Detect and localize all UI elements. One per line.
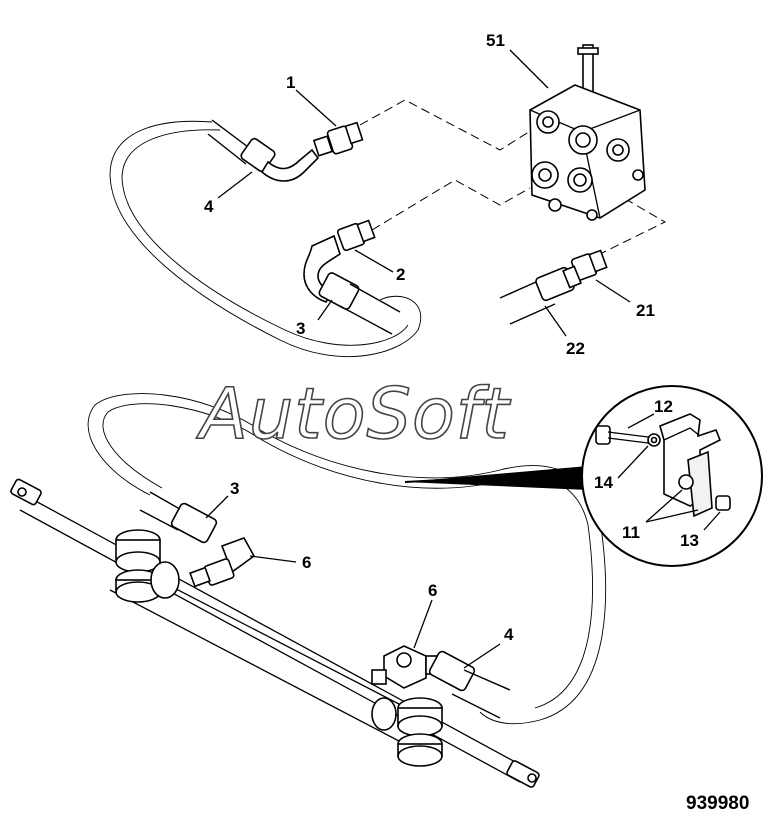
callout-3b: 3 <box>230 479 239 498</box>
callout-13: 13 <box>680 531 699 550</box>
leader-3a <box>317 299 333 321</box>
leader-11a <box>645 489 683 523</box>
callout-22: 22 <box>566 339 585 358</box>
callout-4b: 4 <box>504 625 514 644</box>
watermark-text: AutoSoft <box>196 373 511 455</box>
hose-loop-lower-inner <box>102 403 593 709</box>
leader-12 <box>627 413 655 429</box>
leader-21 <box>595 279 631 303</box>
leader-51 <box>509 49 549 89</box>
leader-14 <box>617 445 649 479</box>
leader-6b <box>413 599 433 649</box>
hose-end-3-lower <box>139 491 218 544</box>
callout-6b: 6 <box>428 581 437 600</box>
hose-end-3-middle <box>303 234 401 335</box>
boom-cylinder-assembly <box>10 478 540 788</box>
callout-11: 11 <box>622 523 640 542</box>
hose-end-4-lower <box>428 650 511 719</box>
leader-22 <box>544 305 567 337</box>
hose-loop-upper-inner <box>121 129 409 346</box>
hose-loop-upper <box>109 120 422 358</box>
hose-end-22 <box>499 265 582 325</box>
callout-51: 51 <box>486 31 505 50</box>
callout-21: 21 <box>636 301 655 320</box>
leader-2 <box>354 249 394 273</box>
dashed-leader-2 <box>371 179 531 231</box>
callout-6a: 6 <box>302 553 311 572</box>
adapter-fitting-1 <box>312 121 364 157</box>
leader-1 <box>295 89 337 127</box>
leader-13 <box>703 511 721 531</box>
hose-end-4-top <box>207 119 320 182</box>
leader-6a <box>249 555 297 563</box>
callout-12: 12 <box>654 397 673 416</box>
elbow-fitting-6-lower <box>189 537 256 588</box>
clamp-bracket-detail <box>595 413 731 518</box>
callout-1: 1 <box>286 73 295 92</box>
callout-4a: 4 <box>204 197 214 216</box>
callout-3a: 3 <box>296 319 305 338</box>
leader-4a <box>217 171 253 199</box>
detail-leader-wedge <box>405 466 588 490</box>
leader-3b <box>205 495 229 519</box>
hose-loop-lower <box>87 393 606 725</box>
figure-number: 939980 <box>686 793 749 814</box>
callout-2: 2 <box>396 265 405 284</box>
dashed-leader-1 <box>359 99 533 151</box>
control-valve-block <box>529 44 646 221</box>
adapter-fitting-2 <box>336 219 376 252</box>
callout-14: 14 <box>594 473 613 492</box>
leader-11b <box>645 509 699 523</box>
leader-4b <box>463 643 501 669</box>
